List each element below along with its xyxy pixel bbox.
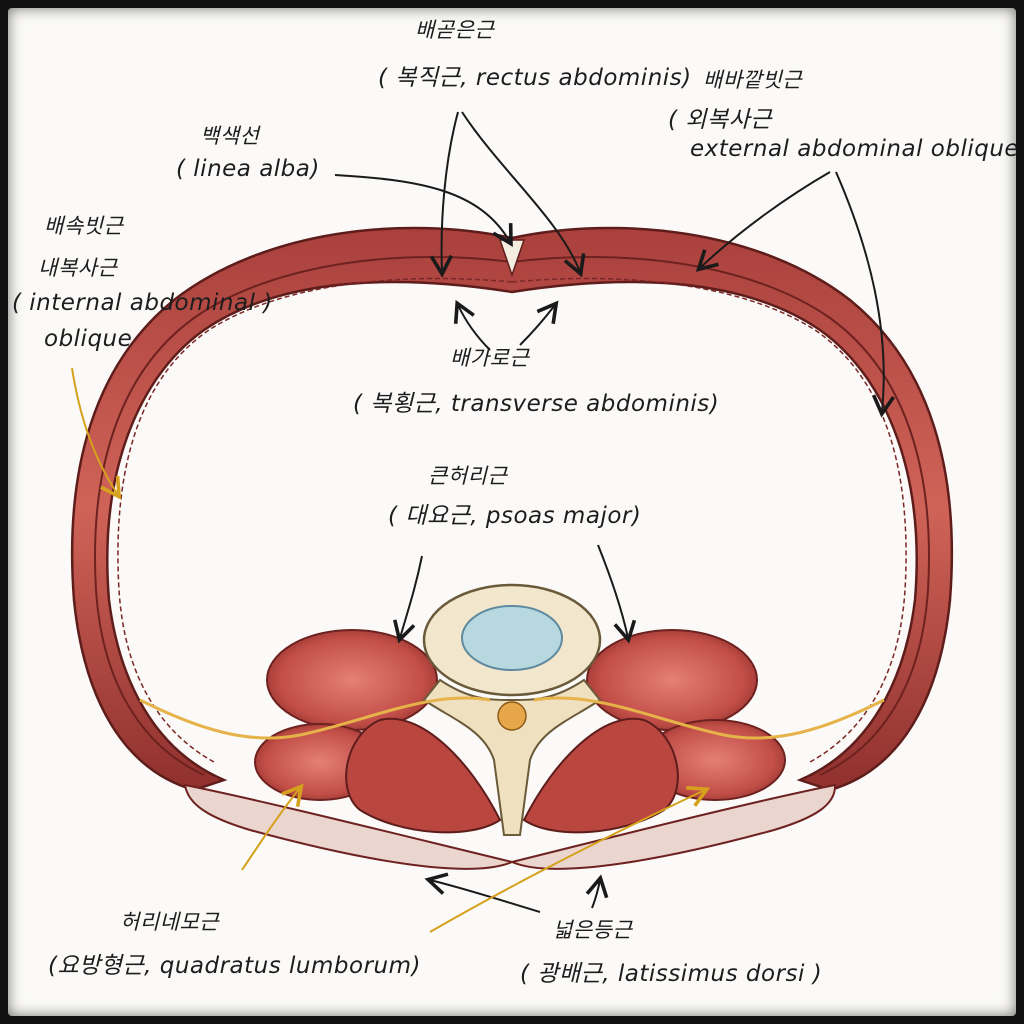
psoas-en-label: ( 대요근, psoas major) — [388, 503, 642, 529]
latissimus-ko-label: 넓은등근 — [553, 918, 633, 942]
internal-oblique-layer — [511, 256, 930, 776]
arrow-linea-alba — [334, 174, 513, 247]
arrow-quadratus-lumborum — [241, 783, 304, 871]
transverse-ko-label: 배가로근 — [450, 346, 530, 370]
transverse-en-label: ( 복횡근, transverse abdominis) — [353, 391, 720, 417]
arrow-psoas-right — [597, 544, 637, 644]
arrow-latissimus-right — [585, 874, 609, 909]
external-oblique-en1-label: ( 외복사근 — [668, 107, 772, 133]
external-oblique-en2-label: external abdominal oblique) — [690, 136, 1016, 162]
rectus-en-label: ( 복직근, rectus abdominis) — [378, 65, 692, 91]
internal-oblique-ko1-label: 배속빗근 — [44, 214, 124, 238]
latissimus-dorsi-left — [183, 783, 516, 870]
psoas-ko-label: 큰허리근 — [428, 464, 508, 488]
quadratus-en-label: (요방형근, quadratus lumborum) — [48, 953, 421, 979]
nerve-right — [533, 696, 885, 740]
quadratus-ko-label: 허리네모근 — [120, 910, 220, 934]
erector-spinae-right — [522, 717, 679, 834]
internal-oblique-layer-left — [94, 256, 513, 776]
transverse-layer-left — [117, 277, 513, 763]
linea-alba-en-label: ( linea alba) — [176, 156, 320, 182]
rectus-ko-label: 배곧은근 — [415, 18, 495, 42]
psoas-major-right — [586, 629, 758, 731]
linea-alba-ko-label: 백색선 — [200, 124, 260, 148]
vertebral-arch — [422, 678, 602, 836]
arrow-transverse-right — [519, 300, 559, 346]
internal-oblique-en1-label: ( internal abdominal ) — [12, 290, 273, 316]
internal-oblique-en2-label: oblique — [44, 326, 133, 352]
abdominal-wall-outer — [70, 226, 954, 792]
internal-oblique-ko2-label: 내복사근 — [38, 256, 118, 280]
psoas-major-left — [266, 629, 438, 731]
arrow-external-oblique-2 — [835, 171, 895, 418]
arrow-rectus-right — [461, 111, 586, 278]
abdominal-cross-section-illustration — [70, 111, 954, 933]
latissimus-en-label: ( 광배근, latissimus dorsi ) — [520, 961, 823, 987]
latissimus-dorsi-right — [508, 783, 837, 870]
arrow-transverse-left — [453, 299, 491, 351]
spinal-cord — [497, 701, 527, 731]
external-oblique-ko-label: 배바깥빗근 — [703, 68, 803, 92]
illustration-frame: 배곧은근 ( 복직근, rectus abdominis) 배바깥빗근 ( 외복… — [8, 8, 1016, 1016]
arrow-psoas-left — [393, 555, 423, 644]
erector-spinae-left — [345, 717, 502, 834]
arrow-latissimus-left — [424, 872, 541, 913]
arrow-internal-oblique — [71, 367, 122, 500]
arrow-external-oblique-1 — [695, 171, 831, 272]
nerve-left — [139, 696, 491, 740]
intervertebral-disc — [461, 605, 563, 671]
arrow-latissimus-yellow — [429, 785, 711, 933]
